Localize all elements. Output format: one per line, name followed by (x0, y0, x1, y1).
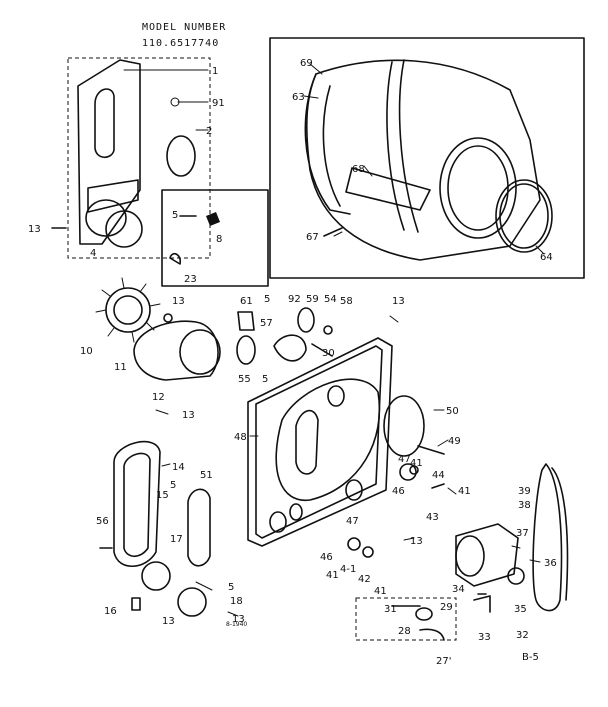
label-29: 29 (440, 602, 453, 613)
label-41: 41 (458, 486, 471, 497)
label-5: 5 (228, 582, 234, 593)
drum-assembly (269, 37, 585, 279)
label-31: 31 (384, 604, 397, 615)
label-91: 91 (212, 98, 225, 109)
label-69: 69 (300, 58, 313, 69)
label-61: 61 (240, 296, 253, 307)
inset-box (161, 189, 269, 287)
label-36: 36 (544, 558, 557, 569)
model-number-value: 110.6517740 (142, 38, 219, 49)
label-14: 14 (172, 462, 185, 473)
label-13: 13 (172, 296, 185, 307)
drum-rear-seal (495, 179, 553, 253)
label-13: 13 (162, 616, 175, 627)
label-49: 49 (448, 436, 461, 447)
label-42: 42 (358, 574, 371, 585)
bulkhead (247, 337, 393, 547)
front-seal-ring (166, 135, 196, 177)
label-37: 37 (516, 528, 529, 539)
label-48: 48 (234, 432, 247, 443)
label-67: 67 (306, 232, 319, 243)
label-23: 23 (184, 274, 197, 285)
label-92: 92 (288, 294, 301, 305)
label-13: 13 (410, 536, 423, 547)
label-2: 2 (206, 126, 212, 137)
label-8: 8 (216, 234, 222, 245)
label-5: 5 (170, 480, 176, 491)
label-38: 38 (518, 500, 531, 511)
exhaust-duct (99, 440, 211, 617)
label-5: 5 (172, 210, 178, 221)
label-32: 32 (516, 630, 529, 641)
label-51: 51 (200, 470, 213, 481)
label-30: 30 (322, 348, 335, 359)
label-13: 13 (28, 224, 41, 235)
label-50: 50 (446, 406, 459, 417)
thermostat-parts (236, 307, 333, 365)
label-18: 18 (230, 596, 243, 607)
label-63: 63 (292, 92, 305, 103)
label-4-1: 4-1 (340, 564, 356, 575)
label-68: 68 (352, 164, 365, 175)
label-1: 1 (212, 66, 218, 77)
label-64: 64 (540, 252, 553, 263)
label-13: 13 (182, 410, 195, 421)
front-panel-group (51, 57, 211, 259)
page-code: B-5 (522, 652, 539, 663)
label-58: 58 (340, 296, 353, 307)
label-15: 15 (156, 490, 169, 501)
label-5: 5 (264, 294, 270, 305)
label-39: 39 (518, 486, 531, 497)
label-57: 57 (260, 318, 273, 329)
label-34: 34 (452, 584, 465, 595)
label-5: 5 (262, 374, 268, 385)
label-33: 33 (478, 632, 491, 643)
label-59: 59 (306, 294, 319, 305)
label-41: 41 (374, 586, 387, 597)
model-number-label: MODEL NUMBER (142, 22, 226, 33)
idler-bracket-group (355, 595, 491, 641)
idler-hardware (347, 463, 445, 558)
label-41: 41 (410, 458, 423, 469)
lint-filter (383, 395, 425, 457)
label-44: 44 (432, 470, 445, 481)
drive-motor (455, 523, 525, 595)
part-labels: 1 91 2 13 4 5 8 23 69 63 68 67 64 10 13 … (28, 58, 557, 667)
blower-section (95, 277, 221, 381)
label-12: 12 (152, 392, 165, 403)
drawing-code: 8-1940 (226, 621, 247, 628)
label-27: 27' (436, 656, 451, 667)
label-47: 47 (398, 454, 411, 465)
label-28: 28 (398, 626, 411, 637)
label-35: 35 (514, 604, 527, 615)
label-54: 54 (324, 294, 337, 305)
label-11: 11 (114, 362, 127, 373)
label-17: 17 (170, 534, 183, 545)
label-16: 16 (104, 606, 117, 617)
label-13: 13 (232, 614, 245, 625)
label-55: 55 (238, 374, 251, 385)
label-10: 10 (80, 346, 93, 357)
drive-belt (532, 463, 569, 612)
label-43: 43 (426, 512, 439, 523)
label-56: 56 (96, 516, 109, 527)
label-46: 46 (392, 486, 405, 497)
label-47: 47 (346, 516, 359, 527)
label-4: 4 (90, 248, 96, 259)
label-13: 13 (392, 296, 405, 307)
label-46: 46 (320, 552, 333, 563)
label-41: 41 (326, 570, 339, 581)
leader-lines (123, 63, 545, 617)
